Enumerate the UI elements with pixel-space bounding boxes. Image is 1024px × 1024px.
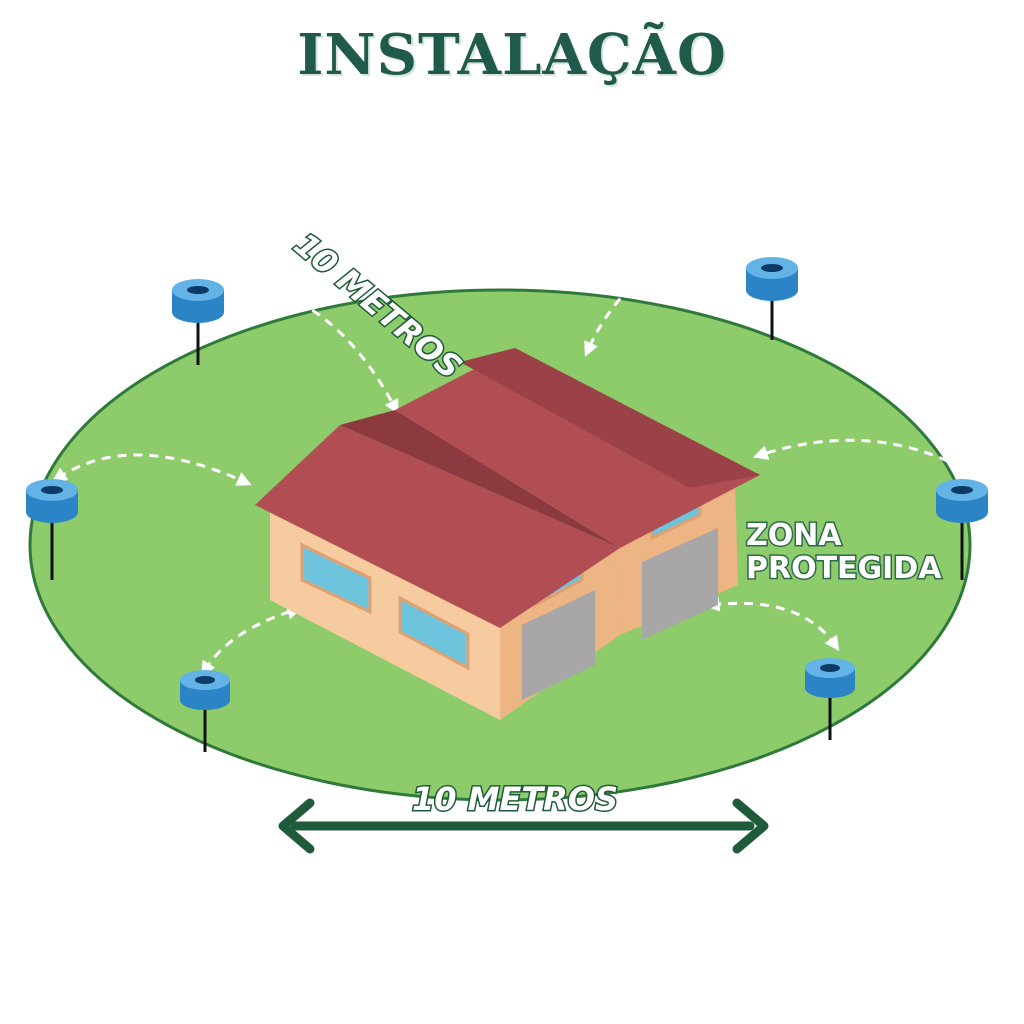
coverage-arrows: [51, 239, 969, 677]
roof: [255, 425, 620, 628]
sensor-icon: [805, 658, 855, 740]
sensor-icon: [26, 479, 78, 580]
sensor-icon: [180, 670, 230, 752]
sensor-icon: [936, 479, 988, 580]
distance-label-bottom: 10 METROS: [412, 780, 618, 818]
page-title: INSTALAÇÃO: [297, 22, 727, 88]
zone-label-line1: ZONA: [746, 518, 842, 553]
window: [398, 595, 470, 671]
double-arrow-icon: [278, 798, 769, 854]
sensor-icon: [746, 257, 798, 340]
garage-door: [522, 590, 595, 700]
house-icon: [255, 348, 760, 720]
roof: [395, 348, 760, 548]
garage-door: [642, 528, 718, 640]
window: [300, 542, 372, 615]
zone-label-line2: PROTEGIDA: [746, 551, 942, 586]
sensor-icon: [172, 279, 224, 365]
